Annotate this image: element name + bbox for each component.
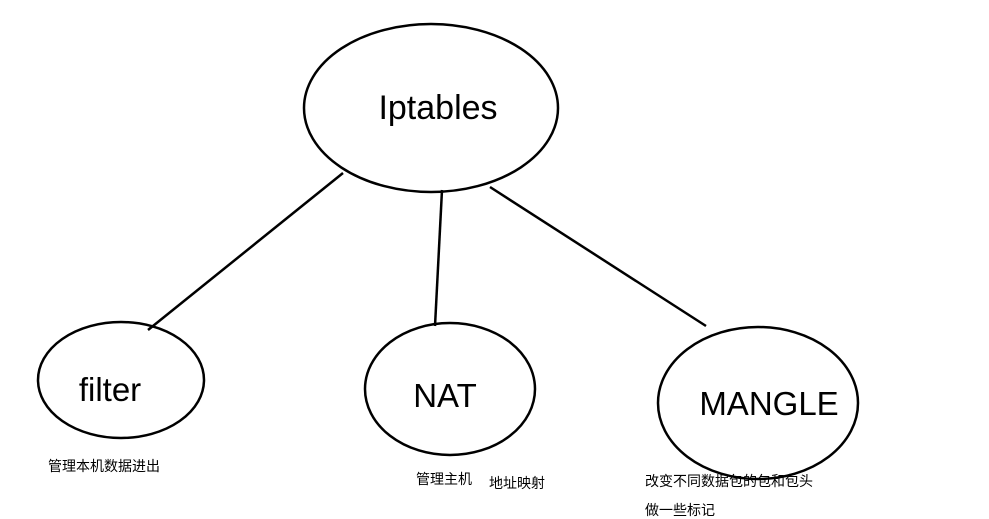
nat-caption-part1: 管理主机 xyxy=(416,471,472,487)
edge-iptables-nat xyxy=(433,189,444,327)
nat-node xyxy=(363,321,537,457)
iptables-label: Iptables xyxy=(378,89,497,127)
mangle-node xyxy=(656,325,860,481)
edge-iptables-mangle xyxy=(489,185,707,328)
mangle-caption-line2: 做一些标记 xyxy=(645,502,715,518)
filter-caption: 管理本机数据进出 xyxy=(48,458,160,474)
mangle-label: MANGLE xyxy=(699,385,838,422)
filter-node xyxy=(36,320,206,440)
edge-iptables-filter xyxy=(147,172,344,331)
filter-label: filter xyxy=(79,371,141,408)
iptables-node xyxy=(302,22,560,194)
nat-label: NAT xyxy=(413,377,477,414)
nat-caption-part2: 地址映射 xyxy=(489,475,545,491)
mangle-caption-line1: 改变不同数据包的包和包头 xyxy=(645,473,813,489)
